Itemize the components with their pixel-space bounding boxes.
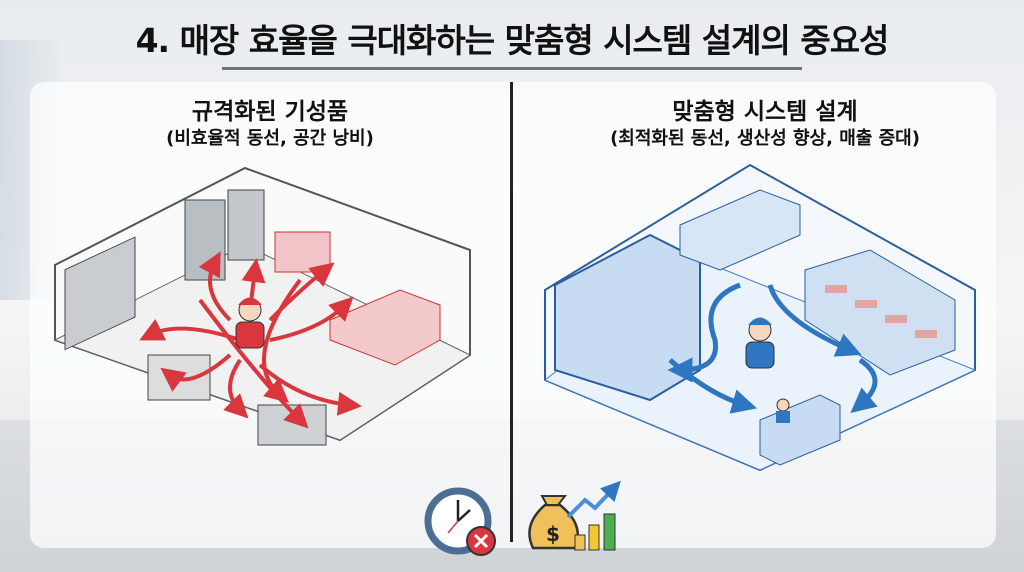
svg-text:$: $ (546, 522, 560, 546)
happy-worker-figure (745, 317, 790, 423)
stressed-worker-figure (235, 297, 265, 349)
page-title: 4. 매장 효율을 극대화하는 맞춤형 시스템 설계의 중요성 (135, 21, 890, 60)
right-subheading: (최적화된 동선, 생산성 향상, 매출 증대) (610, 128, 920, 149)
custom-layout-illustration (544, 163, 977, 472)
title-rule (222, 67, 802, 70)
left-subheading: (비효율적 동선, 공간 낭비) (166, 128, 374, 149)
standard-layout-illustration (53, 166, 472, 446)
left-heading: 규격화된 기성품 (191, 99, 349, 125)
clock-x-icon (424, 487, 496, 556)
right-heading: 맞춤형 시스템 설계 (672, 99, 858, 125)
money-bag-growth-icon: $ (528, 480, 621, 551)
center-divider (510, 82, 513, 542)
